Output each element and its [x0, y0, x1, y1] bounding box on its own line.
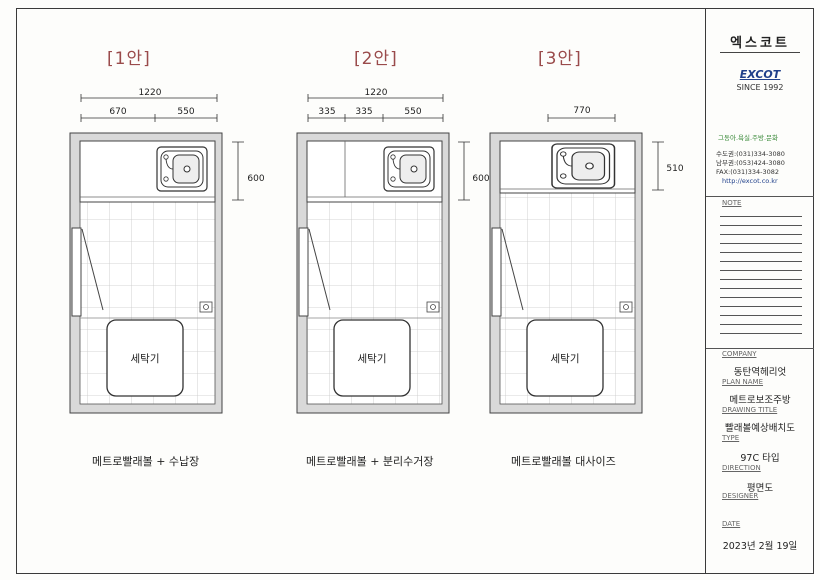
plan-2-dim-b: 335: [355, 107, 372, 117]
drawing-title-value: 빨래볼예상배치도: [725, 423, 795, 434]
contact-info: 수도권:(031)334-3080 남부권:(053)424-3080 FAX:…: [716, 150, 785, 186]
company-value: 동탄역헤리엇: [733, 367, 787, 378]
plan-1-washer-label: 세탁기: [131, 353, 160, 365]
plan-2-dim-height: 600: [472, 174, 489, 184]
contact-line: 수도권:(031)334-3080: [716, 150, 785, 158]
direction-value: 평면도: [746, 483, 774, 494]
plan-1-title: [1안]: [107, 49, 151, 69]
drawing-sheet: [16, 8, 814, 574]
company-logo-korean: 엑스코트: [730, 36, 790, 51]
divider: [706, 196, 814, 197]
plan-3-dim-total: 770: [573, 106, 590, 116]
date-value: 2023년 2월 19일: [722, 541, 798, 552]
plan-2-washer-label: 세탁기: [358, 353, 387, 365]
logo-underline: [720, 52, 800, 53]
plan-3-dim-height: 510: [666, 164, 683, 174]
plan-3-washer-label: 세탁기: [551, 353, 580, 365]
plan-1-dim-total: 1220: [139, 88, 162, 98]
note-lines: [720, 208, 802, 334]
designer-label: DESIGNER: [722, 492, 759, 500]
plan-3: [489, 114, 664, 414]
type-label: TYPE: [722, 434, 740, 442]
type-value: 97C 타입: [740, 453, 780, 464]
plan-1-dim-left: 670: [109, 107, 126, 117]
plan-2: [296, 94, 470, 414]
drawing-title-label: DRAWING TITLE: [722, 406, 778, 414]
note-label: NOTE: [722, 199, 742, 207]
plan-1-caption: 메트로빨래볼 + 수납장: [92, 455, 200, 468]
contact-line: FAX:(031)334-3082: [716, 168, 780, 176]
plan-2-dim-right: 550: [404, 107, 421, 117]
website-link[interactable]: http://excot.co.kr: [722, 177, 778, 185]
plan-2-title: [2안]: [354, 49, 398, 69]
plan-2-dim-a: 335: [318, 107, 335, 117]
company-logo-english: EXCOT: [739, 68, 781, 81]
plan-3-title: [3안]: [538, 49, 582, 69]
title-block: 엑스코트 EXCOT SINCE 1992 그동아.욕실.주방.문화 수도권:(…: [705, 8, 814, 574]
plan-2-dim-total: 1220: [365, 88, 388, 98]
plan-1-dim-right: 550: [177, 107, 194, 117]
company-label: COMPANY: [722, 350, 757, 358]
plan-3-caption: 메트로빨래볼 대사이즈: [511, 455, 616, 468]
divider: [706, 348, 814, 349]
tagline: 그동아.욕실.주방.문화: [718, 134, 779, 142]
plan-name-label: PLAN NAME: [722, 378, 764, 386]
since-text: SINCE 1992: [736, 83, 784, 92]
plan-1-dim-height: 600: [247, 174, 264, 184]
contact-line: 남부권:(053)424-3080: [716, 159, 785, 167]
direction-label: DIRECTION: [722, 464, 761, 472]
date-label: DATE: [722, 520, 741, 528]
plan-1: [69, 94, 244, 414]
plan-name-value: 메트로보조주방: [729, 395, 791, 406]
plan-2-caption: 메트로빨래볼 + 분리수거장: [306, 455, 434, 468]
